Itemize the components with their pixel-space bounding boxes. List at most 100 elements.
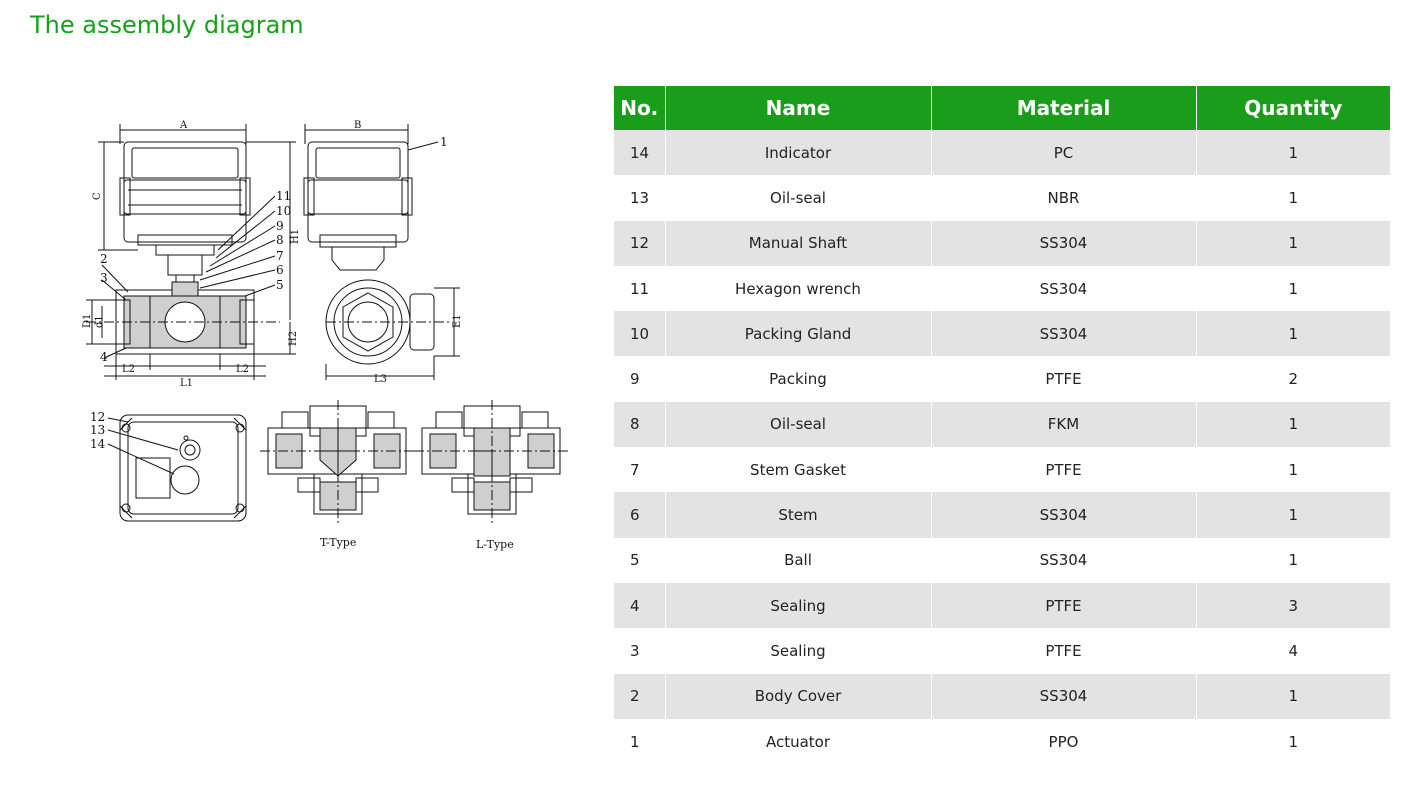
- cell-name: Stem: [664, 492, 931, 538]
- cell-quantity: 1: [1195, 537, 1390, 583]
- cell-no: 7: [614, 447, 665, 493]
- dim-h1-label: H1: [290, 229, 301, 244]
- dim-l2-right-label: L2: [236, 364, 249, 375]
- cell-material: PTFE: [930, 628, 1196, 674]
- dim-d1-lower-label: d1: [94, 315, 105, 328]
- cell-no: 12: [614, 220, 665, 266]
- header-quantity: Quantity: [1195, 86, 1390, 130]
- cell-name: Actuator: [664, 718, 931, 765]
- cell-quantity: 4: [1195, 628, 1390, 674]
- cell-material: PC: [930, 130, 1196, 176]
- cell-name: Oil-seal: [664, 401, 931, 448]
- cell-material: SS304: [930, 220, 1196, 266]
- l-type-caption: L-Type: [476, 538, 514, 551]
- dim-l2-left-label: L2: [122, 364, 135, 375]
- cell-material: FKM: [930, 401, 1196, 448]
- cell-quantity: 3: [1195, 582, 1390, 629]
- header-name: Name: [664, 86, 931, 130]
- cell-name: Sealing: [664, 582, 931, 629]
- dim-e1-label: E1: [452, 314, 463, 328]
- part-number-1: 1: [440, 135, 448, 149]
- cell-no: 3: [614, 628, 665, 674]
- cell-no: 2: [614, 673, 665, 719]
- cell-no: 4: [614, 582, 665, 629]
- cell-name: Oil-seal: [664, 175, 931, 221]
- cell-no: 11: [614, 265, 665, 312]
- cell-material: PTFE: [930, 356, 1196, 402]
- part-number-4: 4: [100, 350, 108, 364]
- cell-name: Packing: [664, 356, 931, 402]
- cell-name: Stem Gasket: [664, 447, 931, 493]
- cell-name: Hexagon wrench: [664, 265, 931, 312]
- cell-no: 9: [614, 356, 665, 402]
- cell-no: 6: [614, 492, 665, 538]
- t-type-caption: T-Type: [320, 536, 356, 549]
- part-number-2: 2: [100, 252, 108, 266]
- dim-c-label: C: [92, 192, 103, 200]
- cell-name: Indicator: [664, 130, 931, 176]
- cell-quantity: 1: [1195, 265, 1390, 312]
- assembly-diagram-svg: A B C H1 H2 D1 d1 E1 L1 L2 L2 L3 11 10 9…: [82, 120, 570, 551]
- cell-material: PTFE: [930, 582, 1196, 629]
- cell-no: 8: [614, 401, 665, 448]
- page-title: The assembly diagram: [30, 11, 304, 39]
- cell-material: PPO: [930, 718, 1196, 765]
- cell-name: Body Cover: [664, 673, 931, 719]
- cell-quantity: 1: [1195, 130, 1390, 176]
- header-material: Material: [930, 86, 1196, 130]
- part-number-14: 14: [90, 437, 106, 451]
- cell-no: 5: [614, 537, 665, 583]
- cell-no: 13: [614, 175, 665, 221]
- cell-material: SS304: [930, 311, 1196, 357]
- cell-quantity: 1: [1195, 220, 1390, 266]
- cell-name: Sealing: [664, 628, 931, 674]
- cell-name: Manual Shaft: [664, 220, 931, 266]
- top-view: [107, 414, 247, 522]
- dim-h2-label: H2: [288, 331, 299, 346]
- parts-table-header: No. Name Material Quantity: [614, 86, 1390, 130]
- cell-no: 14: [614, 130, 665, 176]
- cell-quantity: 1: [1195, 492, 1390, 538]
- cell-quantity: 1: [1195, 447, 1390, 493]
- cell-material: PTFE: [930, 447, 1196, 493]
- cell-material: SS304: [930, 537, 1196, 583]
- header-no: No.: [614, 86, 665, 130]
- cell-no: 10: [614, 311, 665, 357]
- dim-d1-upper-label: D1: [82, 314, 93, 328]
- dim-l1-label: L1: [180, 378, 193, 389]
- part-number-9: 9: [276, 219, 284, 233]
- cell-quantity: 2: [1195, 356, 1390, 402]
- part-number-7: 7: [276, 249, 284, 263]
- cell-material: SS304: [930, 673, 1196, 719]
- cell-material: SS304: [930, 265, 1196, 312]
- dim-a-label: A: [179, 120, 188, 131]
- cell-quantity: 1: [1195, 401, 1390, 448]
- part-number-10: 10: [276, 204, 291, 218]
- cell-quantity: 1: [1195, 673, 1390, 719]
- cell-name: Packing Gland: [664, 311, 931, 357]
- t-type-view: [260, 400, 416, 526]
- part-number-6: 6: [276, 263, 284, 277]
- part-number-13: 13: [90, 423, 105, 437]
- cell-name: Ball: [664, 537, 931, 583]
- dim-b-label: B: [354, 120, 361, 131]
- cell-material: SS304: [930, 492, 1196, 538]
- part-number-12: 12: [90, 410, 105, 424]
- cell-quantity: 1: [1195, 718, 1390, 765]
- assembly-diagram: A B C H1 H2 D1 d1 E1 L1 L2 L2 L3 11 10 9…: [70, 110, 580, 560]
